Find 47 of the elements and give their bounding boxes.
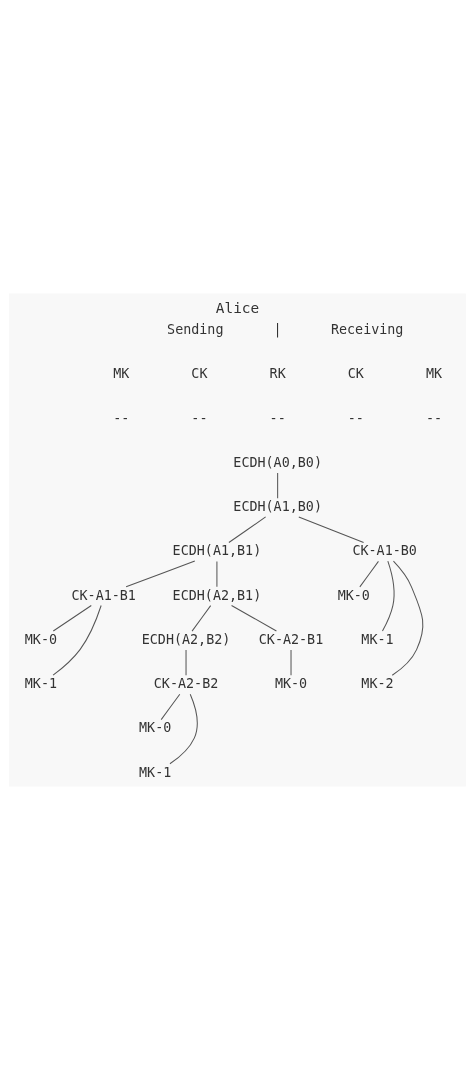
- label: |: [273, 321, 282, 337]
- node-text: ECDH(A0,B0): [232, 454, 322, 470]
- connector: [125, 560, 195, 587]
- connector: [168, 693, 198, 764]
- connector: [290, 648, 292, 676]
- connector: [215, 560, 217, 587]
- connector: [391, 560, 423, 676]
- connector: [227, 515, 266, 543]
- node-text: MK-2: [360, 675, 394, 691]
- node-text: ECDH(A2,B1): [172, 587, 261, 603]
- label: RK: [269, 365, 286, 381]
- label: --: [112, 410, 129, 426]
- connector: [52, 604, 92, 632]
- connector: [191, 604, 211, 632]
- node-text: CK-A1-B1: [70, 587, 136, 603]
- node-text: ECDH(A1,B1): [172, 542, 261, 558]
- label: Receiving: [330, 321, 403, 337]
- node-text: ECDH(A2,B2): [141, 631, 230, 647]
- connector: [52, 604, 102, 676]
- connector: [230, 604, 277, 632]
- connector: [160, 693, 180, 720]
- connector: [381, 560, 395, 632]
- node-text: CK-A2-B1: [258, 631, 323, 647]
- node-text: CK-A2-B2: [153, 675, 218, 691]
- node-text: MK-1: [360, 631, 394, 647]
- label: --: [425, 410, 442, 426]
- node-text: MK-0: [138, 719, 171, 735]
- label: MK: [112, 365, 129, 381]
- node-text: ECDH(A1,B0): [232, 498, 322, 514]
- connector: [297, 515, 364, 543]
- label: CK: [347, 365, 364, 381]
- connector: [185, 648, 187, 676]
- label: Sending: [166, 321, 223, 337]
- node-text: MK-0: [337, 587, 370, 603]
- label: --: [269, 410, 286, 426]
- label: --: [347, 410, 364, 426]
- node-text: MK-1: [24, 675, 57, 691]
- label: --: [190, 410, 207, 426]
- node-text: MK-0: [24, 631, 57, 647]
- diagram-title: Alice: [215, 299, 259, 316]
- label: MK: [425, 365, 442, 381]
- connector: [358, 560, 379, 587]
- node-text: MK-1: [138, 764, 171, 780]
- connector: [276, 471, 278, 499]
- node-text: CK-A1-B0: [351, 542, 417, 558]
- node-text: MK-0: [274, 675, 307, 691]
- label: CK: [190, 365, 207, 381]
